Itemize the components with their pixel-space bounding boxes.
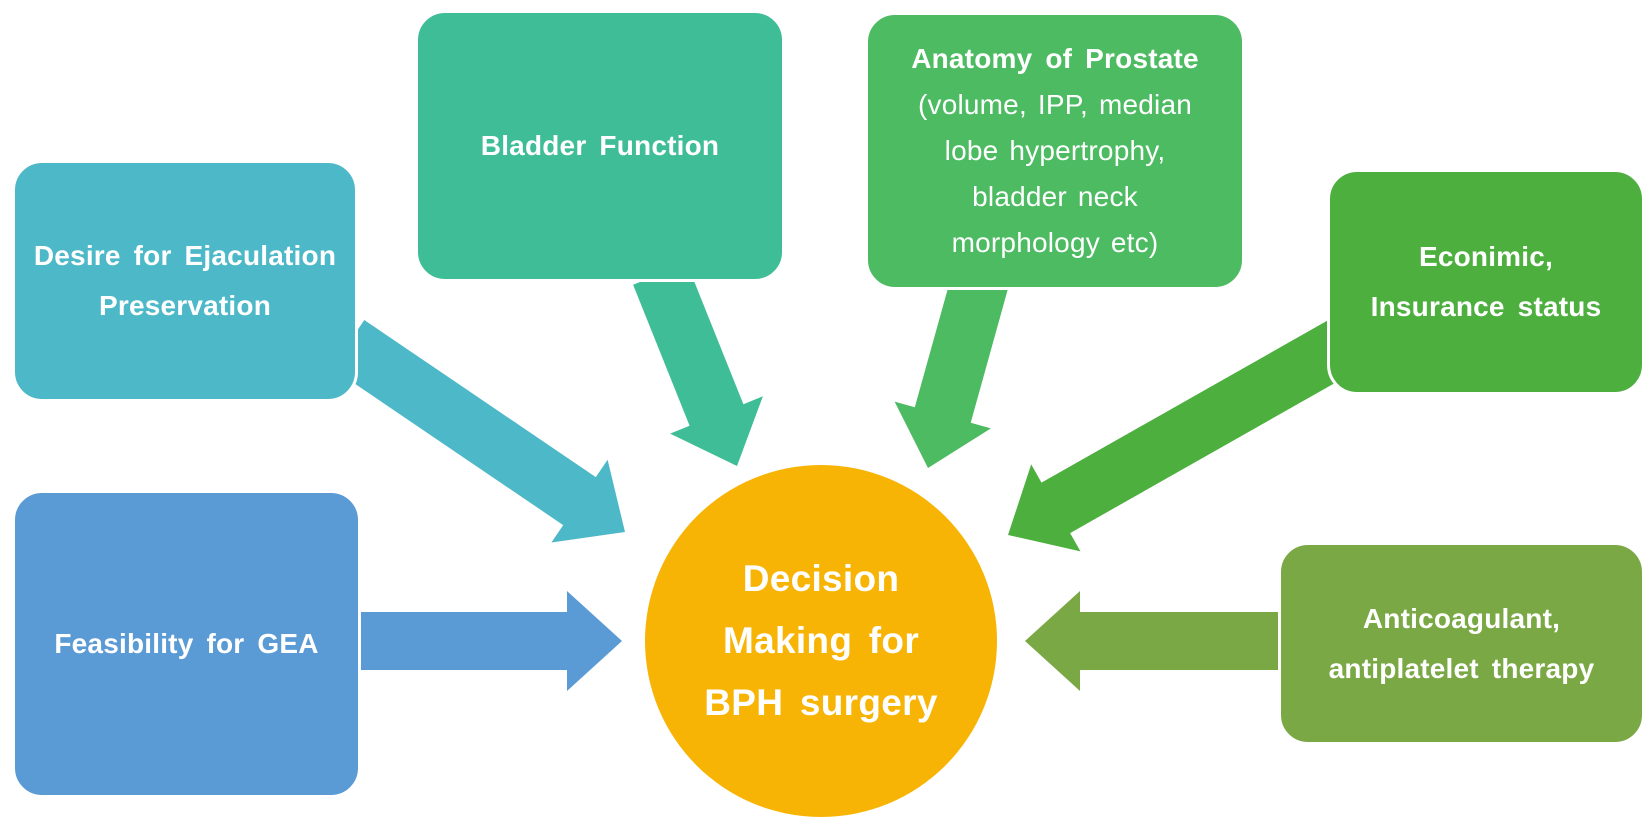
arrow-economic-to-center bbox=[1008, 314, 1367, 552]
arrow-feasibility-to-center bbox=[357, 591, 622, 691]
factor-label-desire-for-ejaculation-preservation: Desire for Ejaculation Preservation bbox=[33, 240, 337, 321]
factor-box-feasibility-for-gea: Feasibility for GEA bbox=[12, 490, 361, 798]
factor-title-anatomy-of-prostate: Anatomy of Prostate bbox=[911, 43, 1199, 75]
arrow-bladder-to-center bbox=[633, 263, 763, 466]
factor-label-anticoagulant-antiplatelet-therapy: Anticoagulant, antiplatelet therapy bbox=[1328, 602, 1595, 684]
factor-box-economic-insurance-status: Econimic, Insurance status bbox=[1327, 169, 1645, 395]
factor-box-anticoagulant-antiplatelet-therapy: Anticoagulant, antiplatelet therapy bbox=[1278, 542, 1645, 745]
center-circle-label: Decision Making for BPH surgery bbox=[704, 557, 938, 724]
factor-detail-anatomy-of-prostate: (volume, IPP, median lobe hypertrophy, b… bbox=[917, 89, 1193, 258]
factor-box-anatomy-of-prostate: Anatomy of Prostate (volume, IPP, median… bbox=[865, 12, 1245, 290]
arrow-anatomy-to-center bbox=[894, 266, 1010, 468]
arrow-desire-to-center bbox=[331, 320, 625, 543]
factor-label-economic-insurance-status: Econimic, Insurance status bbox=[1370, 241, 1602, 322]
factor-label-bladder-function: Bladder Function bbox=[480, 130, 720, 162]
arrow-anticoagulant-to-center bbox=[1025, 591, 1283, 691]
factor-label-feasibility-for-gea: Feasibility for GEA bbox=[54, 628, 319, 660]
factor-box-desire-for-ejaculation-preservation: Desire for Ejaculation Preservation bbox=[12, 160, 358, 402]
factor-box-bladder-function: Bladder Function bbox=[415, 10, 785, 282]
center-circle: Decision Making for BPH surgery bbox=[645, 465, 997, 817]
